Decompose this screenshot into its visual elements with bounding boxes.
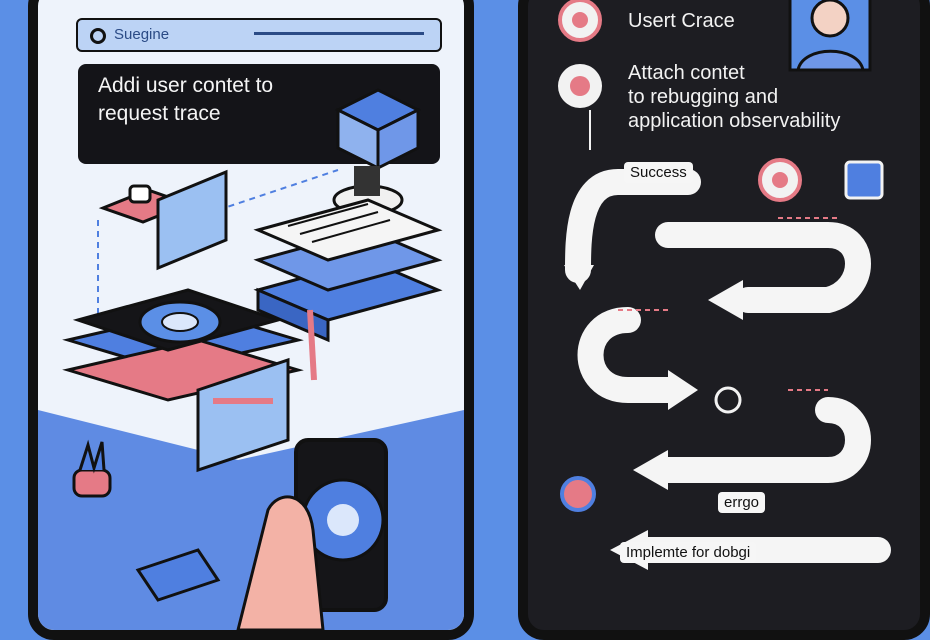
plant-icon — [72, 439, 112, 498]
error-label: errgo — [718, 492, 766, 513]
phone-hand-icon — [236, 438, 388, 630]
left-illustration — [38, 88, 464, 630]
attach-line-1: Attach contet — [628, 62, 745, 84]
attach-line-2: to rebugging and — [628, 86, 779, 108]
user-trace-label: Usert Crace — [628, 10, 735, 32]
isometric-server-icon — [332, 88, 422, 216]
right-phone-frame: Usert Crace Attach contet to rebugging a… — [518, 0, 930, 640]
search-icon — [90, 28, 106, 44]
search-bar[interactable]: Suegine — [76, 18, 442, 52]
target-icon — [758, 158, 802, 202]
document-stack-icon — [253, 198, 443, 343]
left-phone-frame: Suegine Addi user contet to request trac… — [28, 0, 474, 640]
search-underline — [254, 32, 424, 35]
attach-line-3: application observability — [628, 110, 841, 132]
implement-label: Implemte for dobgi — [620, 542, 757, 563]
title-line-1: Addi user contet to — [98, 74, 274, 97]
success-label: Success — [624, 162, 693, 183]
title-line-2: request trace — [98, 102, 221, 125]
search-label: Suegine — [114, 26, 170, 43]
user-avatar-icon — [788, 0, 872, 72]
